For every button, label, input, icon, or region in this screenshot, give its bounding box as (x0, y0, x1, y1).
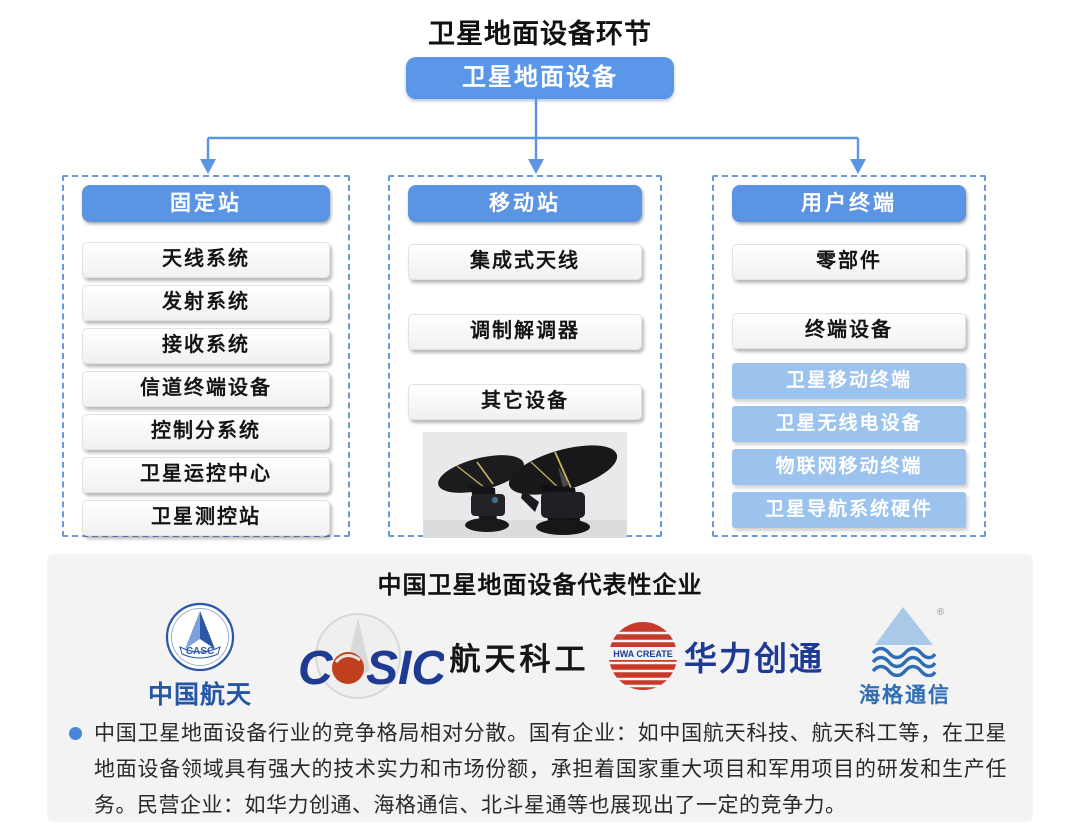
haige-emblem-icon: ® (871, 607, 945, 677)
bullet-dot-icon (69, 727, 82, 740)
node-other-equipment: 其它设备 (408, 384, 642, 420)
node-modem: 调制解调器 (408, 314, 642, 350)
representative-companies-panel: 中国卫星地面设备代表性企业 CASC 中国航天 C (47, 554, 1033, 822)
casc-label: 中国航天 (147, 681, 252, 709)
arrow-down-icon (850, 159, 866, 174)
page-title: 卫星地面设备环节 (428, 19, 652, 49)
arrow-down-icon (528, 159, 544, 174)
node-control-subsystem: 控制分系统 (82, 414, 330, 450)
group-header-mobile-station: 移动站 (408, 185, 642, 222)
node-iot-mobile-terminal: 物联网移动终端 (732, 449, 966, 485)
group-header-fixed-station: 固定站 (82, 185, 330, 222)
node-antenna-system: 天线系统 (82, 242, 330, 278)
node-satellite-tt-c-station: 卫星测控站 (82, 500, 330, 536)
node-satellite-operation-control-center: 卫星运控中心 (82, 457, 330, 493)
logo-haige: ® 海格通信 (838, 603, 973, 709)
group-user-terminal: 用户终端 零部件 终端设备 卫星移动终端 卫星无线电设备 物联网移动终端 卫星导… (712, 175, 986, 537)
summary-note: 中国卫星地面设备行业的竞争格局相对分散。国有企业：如中国航天科技、航天科工等，在… (69, 716, 1007, 824)
haige-label: 海格通信 (859, 684, 951, 707)
dish-left (438, 455, 524, 532)
node-integrated-antenna: 集成式天线 (408, 244, 642, 280)
summary-note-text: 中国卫星地面设备行业的竞争格局相对分散。国有企业：如中国航天科技、航天科工等，在… (94, 722, 1007, 818)
node-channel-terminal-equipment: 信道终端设备 (82, 371, 330, 407)
dish-right (508, 445, 618, 535)
casic-emblem-icon: C SIC (298, 613, 444, 699)
svg-text:HWA CREATE: HWA CREATE (613, 649, 673, 659)
node-satellite-navigation-hardware: 卫星导航系统硬件 (732, 492, 966, 528)
node-satellite-radio-equipment: 卫星无线电设备 (732, 406, 966, 442)
casic-label: 航天科工 (449, 641, 590, 677)
node-terminal-equipment: 终端设备 (732, 313, 966, 349)
terminal-subtypes-group: 卫星移动终端 卫星无线电设备 物联网移动终端 卫星导航系统硬件 (732, 363, 966, 528)
hwa-create-emblem-icon: HWA CREATE (606, 622, 680, 690)
node-components: 零部件 (732, 244, 966, 280)
group-mobile-station: 移动站 集成式天线 调制解调器 其它设备 (388, 175, 662, 538)
logo-hwa-create: HWA CREATE 华力创通 (593, 619, 838, 693)
casc-emblem-icon: CASC (165, 602, 235, 672)
svg-text:C: C (298, 642, 334, 695)
satellite-dishes-photo (423, 432, 627, 538)
connector-line (206, 99, 860, 161)
companies-panel-title: 中国卫星地面设备代表性企业 (377, 572, 703, 599)
group-header-user-terminal: 用户终端 (732, 185, 966, 222)
root-node-satellite-ground-equipment: 卫星地面设备 (406, 57, 674, 99)
svg-text:CASC: CASC (186, 646, 214, 657)
svg-text:®: ® (937, 607, 945, 618)
logo-casic: C SIC 航天科工 (293, 610, 593, 702)
company-logo-row: CASC 中国航天 C SIC 航天科工 (47, 601, 1033, 711)
hwa-create-label: 华力创通 (684, 640, 824, 677)
node-satellite-mobile-terminal: 卫星移动终端 (732, 363, 966, 399)
tree-connector-lines (200, 99, 866, 174)
node-receive-system: 接收系统 (82, 328, 330, 364)
svg-text:SIC: SIC (366, 642, 444, 695)
group-fixed-station: 固定站 天线系统 发射系统 接收系统 信道终端设备 控制分系统 卫星运控中心 卫… (62, 175, 350, 537)
node-transmit-system: 发射系统 (82, 285, 330, 321)
logo-casc: CASC 中国航天 (108, 601, 293, 711)
arrow-down-icon (200, 159, 216, 174)
